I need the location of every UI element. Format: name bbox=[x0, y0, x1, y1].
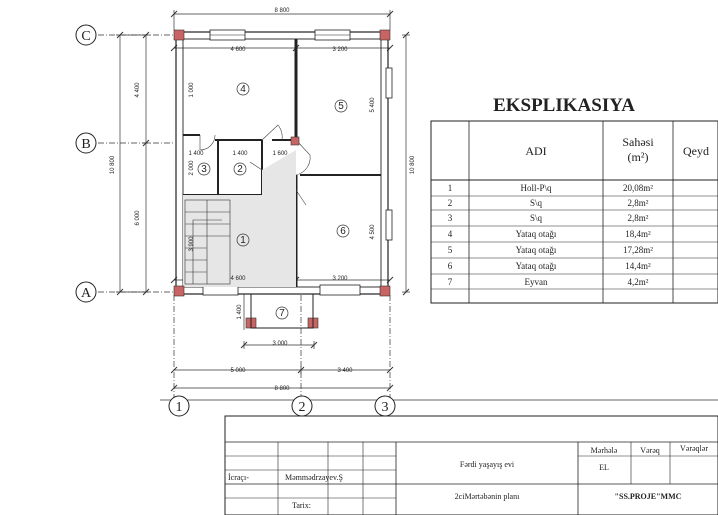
explication-table bbox=[430, 120, 718, 304]
row-7-no: 7 bbox=[448, 277, 453, 287]
dim-top-left: 4 600 bbox=[230, 47, 246, 53]
row-6-area: 14,4m² bbox=[625, 261, 651, 271]
explication-title: EKSPLIKASIYA bbox=[493, 95, 635, 116]
row-3-no: 3 bbox=[448, 213, 453, 223]
stage-label: Mərhələ bbox=[591, 446, 618, 455]
dim-porch-depth: 1 400 bbox=[237, 304, 243, 320]
row-2-name: S\q bbox=[530, 198, 543, 208]
dimension-labels: 8 800 4 600 3 200 4 600 3 200 1 400 1 40… bbox=[110, 8, 416, 392]
dim-left-total: 10 800 bbox=[110, 155, 116, 174]
dim-left-lower: 6 000 bbox=[135, 210, 141, 226]
dim-bot-3400: 3 400 bbox=[337, 368, 353, 374]
room-5-number: 5 bbox=[338, 101, 344, 112]
hall-area bbox=[183, 150, 296, 287]
axis-a-bubble bbox=[75, 281, 97, 303]
row-2-area: 2,8m² bbox=[628, 198, 649, 208]
col-header-area-line2: (m²) bbox=[628, 150, 649, 164]
executor-name: Məmmədrzayev.Ş bbox=[285, 473, 343, 482]
row-6-name: Yataq otağı bbox=[516, 261, 557, 271]
row-5-area: 17,28m² bbox=[623, 245, 653, 255]
title-block bbox=[224, 415, 718, 515]
porch-outline bbox=[250, 294, 314, 329]
axis-3-label: 3 bbox=[382, 400, 389, 415]
room-7-number: 7 bbox=[279, 308, 285, 319]
axis-1-bubble bbox=[168, 395, 190, 417]
dim-bot-5000: 5 000 bbox=[230, 368, 246, 374]
axis-b-bubble bbox=[75, 132, 97, 154]
dim-inner-5400: 5 400 bbox=[370, 97, 376, 113]
row-7-area: 4,2m² bbox=[628, 277, 649, 287]
room-4-number: 4 bbox=[240, 84, 246, 95]
row-5-name: Yataq otağı bbox=[516, 245, 557, 255]
row-3-name: S\q bbox=[530, 213, 543, 223]
axis-bubbles bbox=[75, 24, 396, 417]
dim-bottom-left: 4 600 bbox=[230, 276, 246, 282]
axis-2-label: 2 bbox=[299, 400, 306, 415]
row-4-no: 4 bbox=[448, 229, 453, 239]
dim-left-upper: 4 400 bbox=[135, 82, 141, 98]
col-header-name: ADI bbox=[525, 144, 546, 158]
project-name: Fərdi yaşayış evi bbox=[460, 460, 515, 469]
dim-sw2: 1 400 bbox=[232, 151, 248, 157]
staircase bbox=[184, 199, 231, 285]
row-2-no: 2 bbox=[448, 198, 453, 208]
dim-sw3: 1 600 bbox=[272, 151, 288, 157]
sheet-label: Vərəq bbox=[640, 446, 660, 455]
dim-inner-4500: 4 500 bbox=[370, 224, 376, 240]
axis-labels: C B A 1 2 3 bbox=[81, 29, 389, 415]
row-1-no: 1 bbox=[448, 183, 453, 193]
axis-c-bubble bbox=[75, 24, 97, 46]
col-header-note: Qeyd bbox=[683, 144, 709, 158]
row-4-area: 18,4m² bbox=[625, 229, 651, 239]
sheets-label: Vərəqlər bbox=[680, 444, 708, 453]
axis-c-label: C bbox=[81, 29, 90, 44]
axis-a-label: A bbox=[81, 286, 92, 301]
stage-value: EL bbox=[599, 463, 609, 472]
axis-1-label: 1 bbox=[176, 400, 183, 415]
row-1-name: Holl-P\q bbox=[520, 183, 552, 193]
dim-top-right: 3 200 bbox=[332, 47, 348, 53]
executor-label: İcraçı- bbox=[228, 473, 249, 482]
dim-bottom-right: 3 200 bbox=[332, 276, 348, 282]
dim-bot-8800: 8 800 bbox=[274, 386, 290, 392]
row-6-no: 6 bbox=[448, 261, 453, 271]
room-6-number: 6 bbox=[340, 226, 346, 237]
axis-b-label: B bbox=[81, 137, 90, 152]
sheet-title: 2ciMərtəbənin planı bbox=[455, 492, 520, 501]
col-header-area-line1: Sahəsi bbox=[622, 135, 654, 149]
room-markers bbox=[197, 82, 350, 320]
date-label: Tarix: bbox=[292, 501, 311, 510]
row-4-name: Yataq otağı bbox=[516, 229, 557, 239]
dim-inner-2000: 2 000 bbox=[189, 160, 195, 176]
dim-right-total: 10 800 bbox=[410, 155, 416, 174]
company-name: "SS.PROJE"MMC bbox=[615, 492, 682, 501]
dim-sw1: 1 400 bbox=[188, 151, 204, 157]
doors bbox=[199, 124, 311, 206]
room-2-number: 2 bbox=[237, 164, 243, 175]
dim-overall-top: 8 800 bbox=[274, 8, 290, 14]
row-3-area: 2,8m² bbox=[628, 213, 649, 223]
dim-inner-1000: 1 000 bbox=[189, 82, 195, 98]
dim-inner-3900: 3 900 bbox=[189, 236, 195, 252]
dim-porch-width: 3 000 bbox=[272, 341, 288, 347]
row-1-area: 20,08m² bbox=[623, 183, 653, 193]
room-1-number: 1 bbox=[240, 235, 246, 246]
row-5-no: 5 bbox=[448, 245, 453, 255]
row-7-name: Eyvan bbox=[525, 277, 548, 287]
room-3-number: 3 bbox=[201, 164, 207, 175]
